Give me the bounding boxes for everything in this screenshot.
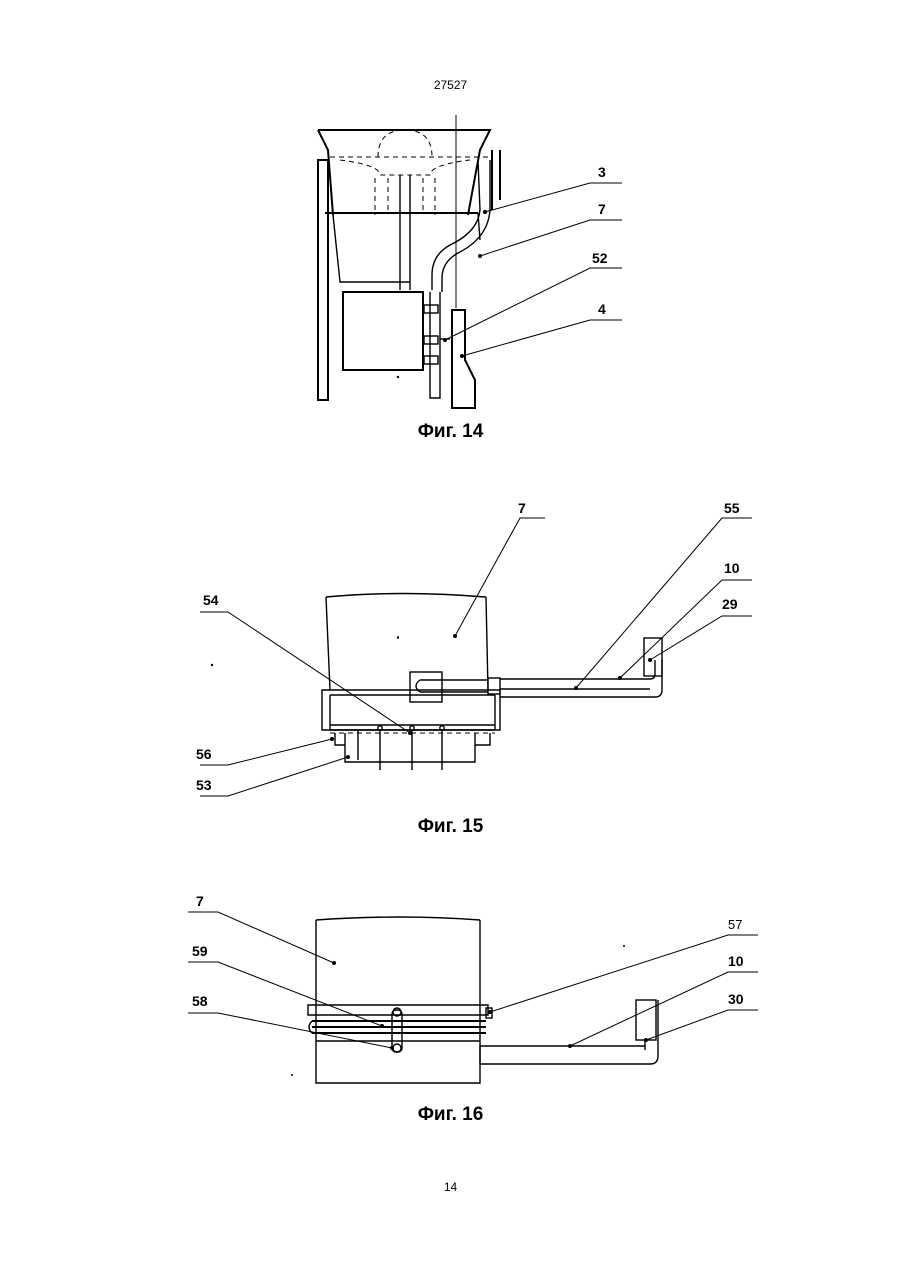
figure-15-caption: Фиг. 15 [0,816,901,838]
figure-15-drawing: 7 55 10 29 54 56 53 [0,495,901,805]
label-52: 52 [592,250,608,266]
label-56: 56 [196,746,212,762]
figure-15: 7 55 10 29 54 56 53 [0,495,901,805]
figure-16: 7 57 59 10 58 30 [0,885,901,1100]
label-4: 4 [598,301,606,317]
label-7: 7 [196,893,204,909]
label-30: 30 [728,991,744,1007]
label-7: 7 [598,201,606,217]
label-10: 10 [724,560,740,576]
page-number: 14 [0,1180,901,1194]
label-54: 54 [203,592,219,608]
label-58: 58 [192,993,208,1009]
figure-14-drawing: 3 7 52 4 [0,105,901,415]
label-29: 29 [722,596,738,612]
label-55: 55 [724,500,740,516]
label-59: 59 [192,943,208,959]
label-53: 53 [196,777,212,793]
label-7: 7 [518,500,526,516]
figure-14-caption: Фиг. 14 [0,421,901,443]
patent-number: 27527 [0,78,901,92]
figure-16-caption: Фиг. 16 [0,1104,901,1126]
label-3: 3 [598,164,606,180]
figure-16-drawing: 7 57 59 10 58 30 [0,885,901,1100]
label-10: 10 [728,953,744,969]
label-57: 57 [728,917,742,932]
figure-14: 3 7 52 4 [0,105,901,415]
